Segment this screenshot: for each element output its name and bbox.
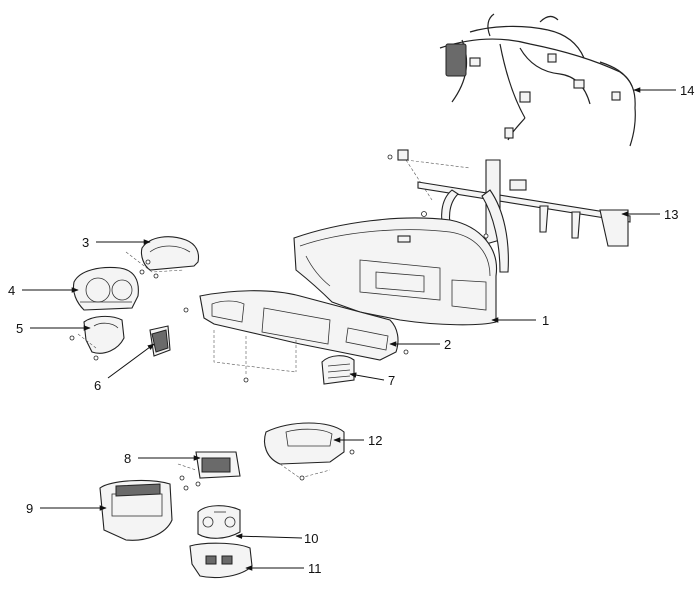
part-2-crash-pad-lower (183, 290, 409, 383)
part-9-center-fascia (99, 480, 173, 541)
callout-6: 6 (94, 378, 101, 393)
part-10-heater-control (197, 505, 241, 539)
callout-5: 5 (16, 321, 23, 336)
callout-12: 12 (368, 433, 382, 448)
leader-10 (235, 533, 303, 539)
leader-7 (349, 372, 385, 381)
callout-2: 2 (444, 337, 451, 352)
callout-7: 7 (388, 373, 395, 388)
part-4-instrument-cluster (72, 266, 139, 311)
callout-8: 8 (124, 451, 131, 466)
part-3-cluster-fascia (125, 236, 200, 279)
part-14-wiring-harness (439, 13, 636, 147)
part-6-side-panel (149, 325, 171, 357)
callout-9: 9 (26, 501, 33, 516)
part-8-audio-unit (177, 451, 241, 491)
callout-11: 11 (308, 561, 322, 576)
part-11-lower-switch-panel (189, 542, 253, 579)
part-13-cowl-cross-bar (387, 149, 631, 273)
callout-4: 4 (8, 283, 15, 298)
callout-13: 13 (664, 207, 678, 222)
part-12-glove-box (263, 422, 355, 481)
callout-1: 1 (542, 313, 549, 328)
part-5-column-shroud (69, 315, 125, 361)
callout-14: 14 (680, 83, 694, 98)
leader-6 (107, 343, 155, 379)
callout-10: 10 (304, 531, 318, 546)
part-7-lower-cover (321, 355, 355, 385)
callout-3: 3 (82, 235, 89, 250)
part-1-crash-pad (293, 217, 498, 326)
